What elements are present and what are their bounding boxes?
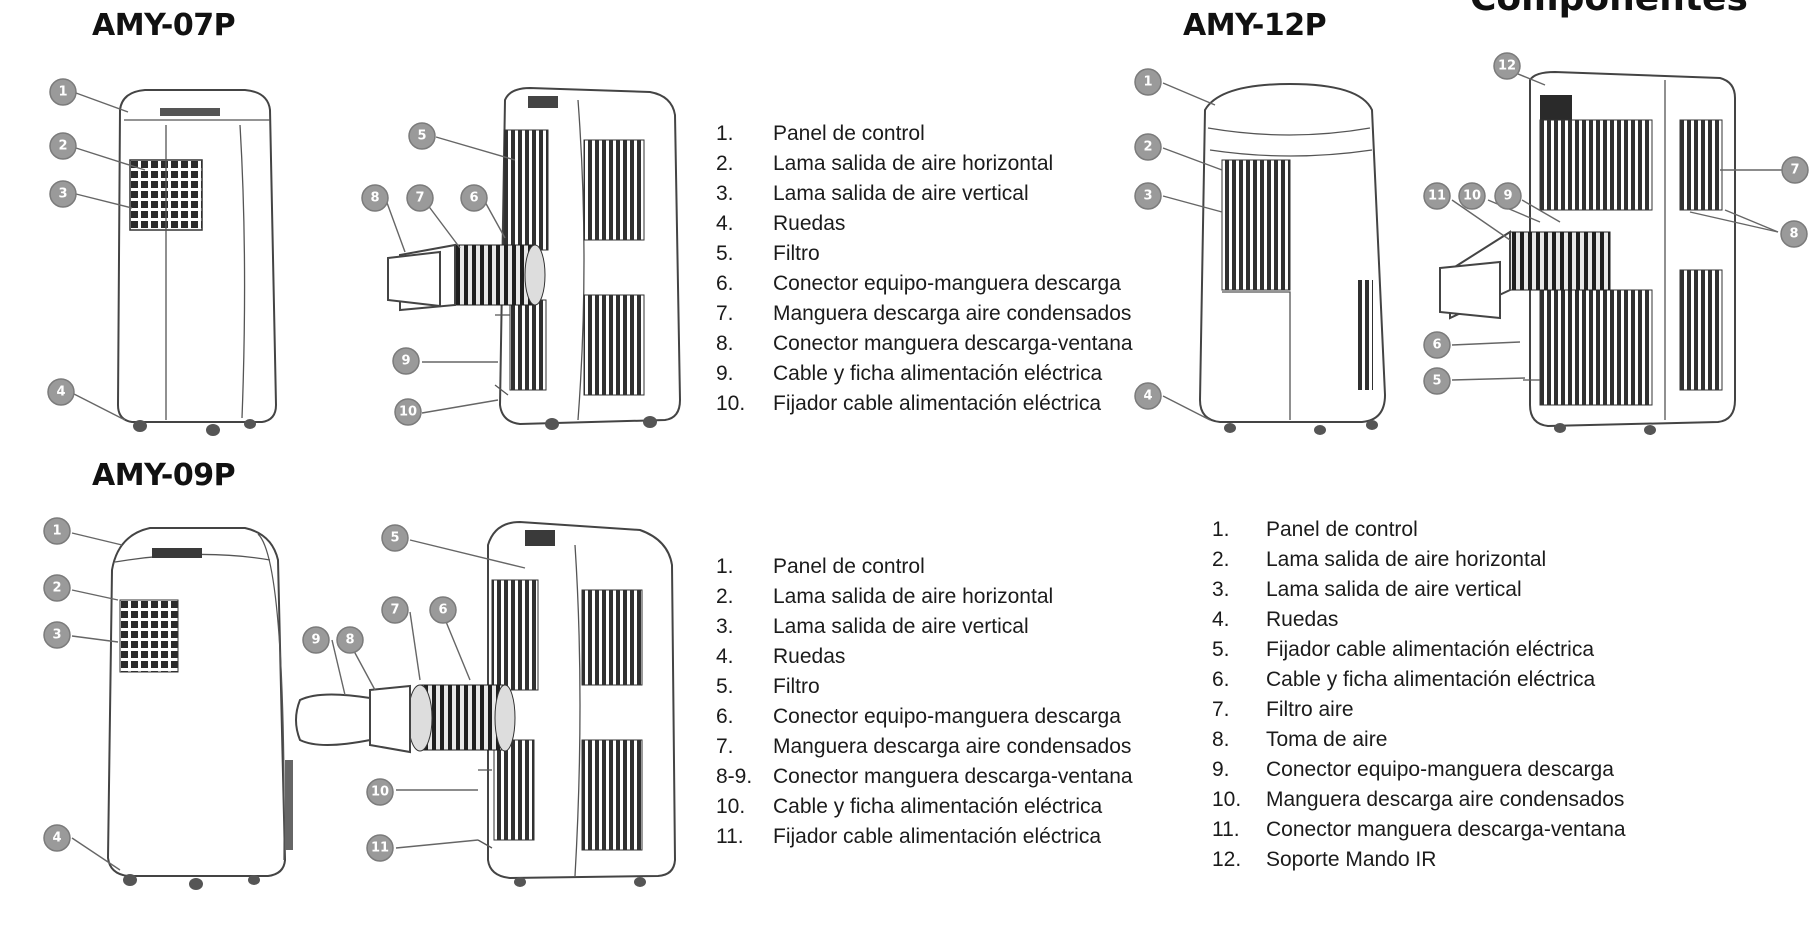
svg-text:5: 5 (417, 129, 426, 144)
amy07p-front-unit (116, 89, 278, 436)
svg-text:5: 5 (390, 531, 399, 546)
callout-09p-7: 7 (381, 596, 409, 624)
svg-text:9: 9 (311, 633, 320, 648)
svg-text:10: 10 (1463, 189, 1481, 204)
svg-text:7: 7 (1790, 163, 1799, 178)
model-title-amy12p: AMY-12P (1183, 8, 1327, 43)
svg-text:1: 1 (52, 524, 61, 539)
callout-07p-6: 6 (460, 184, 488, 212)
callout-09p-10: 10 (366, 778, 394, 806)
callout-07p-7: 7 (406, 184, 434, 212)
svg-text:3: 3 (52, 628, 61, 643)
callout-12p-10: 10 (1458, 182, 1486, 210)
callout-07p-10: 10 (394, 398, 422, 426)
svg-text:4: 4 (56, 385, 65, 400)
model-title-amy09p: AMY-09P (92, 458, 236, 493)
callout-09p-2: 2 (43, 574, 71, 602)
callout-07p-5: 5 (408, 122, 436, 150)
amy09p-back-unit (295, 520, 677, 887)
svg-text:3: 3 (1143, 189, 1152, 204)
svg-text:11: 11 (1428, 189, 1446, 204)
svg-text:1: 1 (1143, 75, 1152, 90)
callout-12p-7: 7 (1781, 156, 1809, 184)
callout-07p-2: 2 (49, 132, 77, 160)
callout-09p-4: 4 (43, 824, 71, 852)
amy12p-back-unit (1439, 70, 1736, 435)
svg-text:8: 8 (345, 633, 354, 648)
callout-12p-6: 6 (1423, 331, 1451, 359)
callout-12p-9: 9 (1494, 182, 1522, 210)
svg-text:6: 6 (469, 191, 478, 206)
model-title-amy07p: AMY-07P (92, 8, 236, 43)
callout-09p-6: 6 (429, 596, 457, 624)
svg-text:9: 9 (401, 354, 410, 369)
svg-text:9: 9 (1503, 189, 1512, 204)
callout-12p-8: 8 (1780, 220, 1808, 248)
callout-09p-8: 8 (336, 626, 364, 654)
callout-09p-11: 11 (366, 834, 394, 862)
amy07p-back-unit (387, 86, 682, 430)
callout-12p-3: 3 (1134, 182, 1162, 210)
svg-text:6: 6 (1432, 338, 1441, 353)
svg-text:8: 8 (1789, 227, 1798, 242)
svg-text:4: 4 (52, 831, 61, 846)
callout-07p-3: 3 (49, 180, 77, 208)
callout-12p-1: 1 (1134, 68, 1162, 96)
components-heading: Componentes (1470, 0, 1748, 19)
svg-text:7: 7 (390, 603, 399, 618)
amy09p-front-unit (106, 527, 293, 890)
svg-text:11: 11 (371, 841, 389, 856)
callout-09p-1: 1 (43, 517, 71, 545)
svg-text:2: 2 (58, 139, 67, 154)
svg-text:2: 2 (52, 581, 61, 596)
svg-text:8: 8 (370, 191, 379, 206)
callout-09p-3: 3 (43, 621, 71, 649)
callout-12p-12: 12 (1493, 52, 1521, 80)
amy12p-front-unit (1198, 82, 1387, 435)
svg-text:10: 10 (399, 405, 417, 420)
callout-07p-9: 9 (392, 347, 420, 375)
svg-text:3: 3 (58, 187, 67, 202)
callout-09p-9: 9 (302, 626, 330, 654)
callout-12p-11: 11 (1423, 182, 1451, 210)
svg-text:1: 1 (58, 85, 67, 100)
svg-text:2: 2 (1143, 140, 1152, 155)
callout-12p-4: 4 (1134, 382, 1162, 410)
callout-07p-8: 8 (361, 184, 389, 212)
callout-07p-1: 1 (49, 78, 77, 106)
svg-text:6: 6 (438, 603, 447, 618)
svg-text:10: 10 (371, 785, 389, 800)
callout-12p-2: 2 (1134, 133, 1162, 161)
svg-text:7: 7 (415, 191, 424, 206)
callout-12p-5: 5 (1423, 367, 1451, 395)
svg-text:4: 4 (1143, 389, 1152, 404)
callout-09p-5: 5 (381, 524, 409, 552)
svg-text:12: 12 (1498, 59, 1516, 74)
svg-text:5: 5 (1432, 374, 1441, 389)
callout-leaders (71, 66, 1782, 871)
callout-07p-4: 4 (47, 378, 75, 406)
